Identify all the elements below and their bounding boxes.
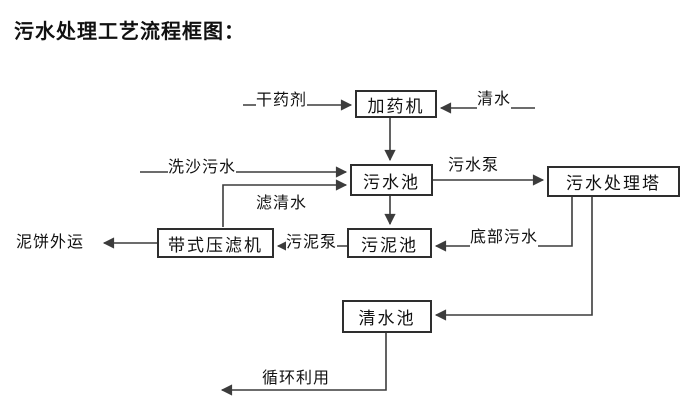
arrow-treatment-tower-to-clean-water-pool — [434, 197, 593, 321]
node-sewage-pool: 污水池 — [350, 164, 433, 196]
label-clean-water: 清水 — [477, 85, 512, 109]
arrow-filtered-water-to-sewage-pool — [222, 179, 348, 227]
label-recycling: 循环利用 — [262, 364, 331, 388]
node-clean-water-pool: 清水池 — [342, 300, 432, 333]
node-treatment-tower: 污水处理塔 — [547, 166, 680, 197]
label-sand-washing-sewage: 洗沙污水 — [168, 153, 237, 177]
label-bottom-sewage: 底部污水 — [470, 223, 539, 247]
label-sludge-pump: 污泥泵 — [286, 228, 338, 252]
label-mud-cake-out: 泥饼外运 — [16, 228, 85, 252]
node-sludge-pool: 污泥池 — [347, 228, 432, 258]
node-dosing-machine: 加药机 — [355, 90, 437, 118]
label-sewage-pump: 污水泵 — [448, 151, 500, 175]
arrow-clean-water-pool-to-recycling — [220, 333, 387, 396]
page-title: 污水处理工艺流程框图： — [14, 19, 245, 43]
node-belt-filter-press: 带式压滤机 — [157, 228, 274, 258]
label-filtered-water: 滤清水 — [256, 189, 308, 213]
label-dry-agent: 干药剂 — [256, 86, 308, 110]
